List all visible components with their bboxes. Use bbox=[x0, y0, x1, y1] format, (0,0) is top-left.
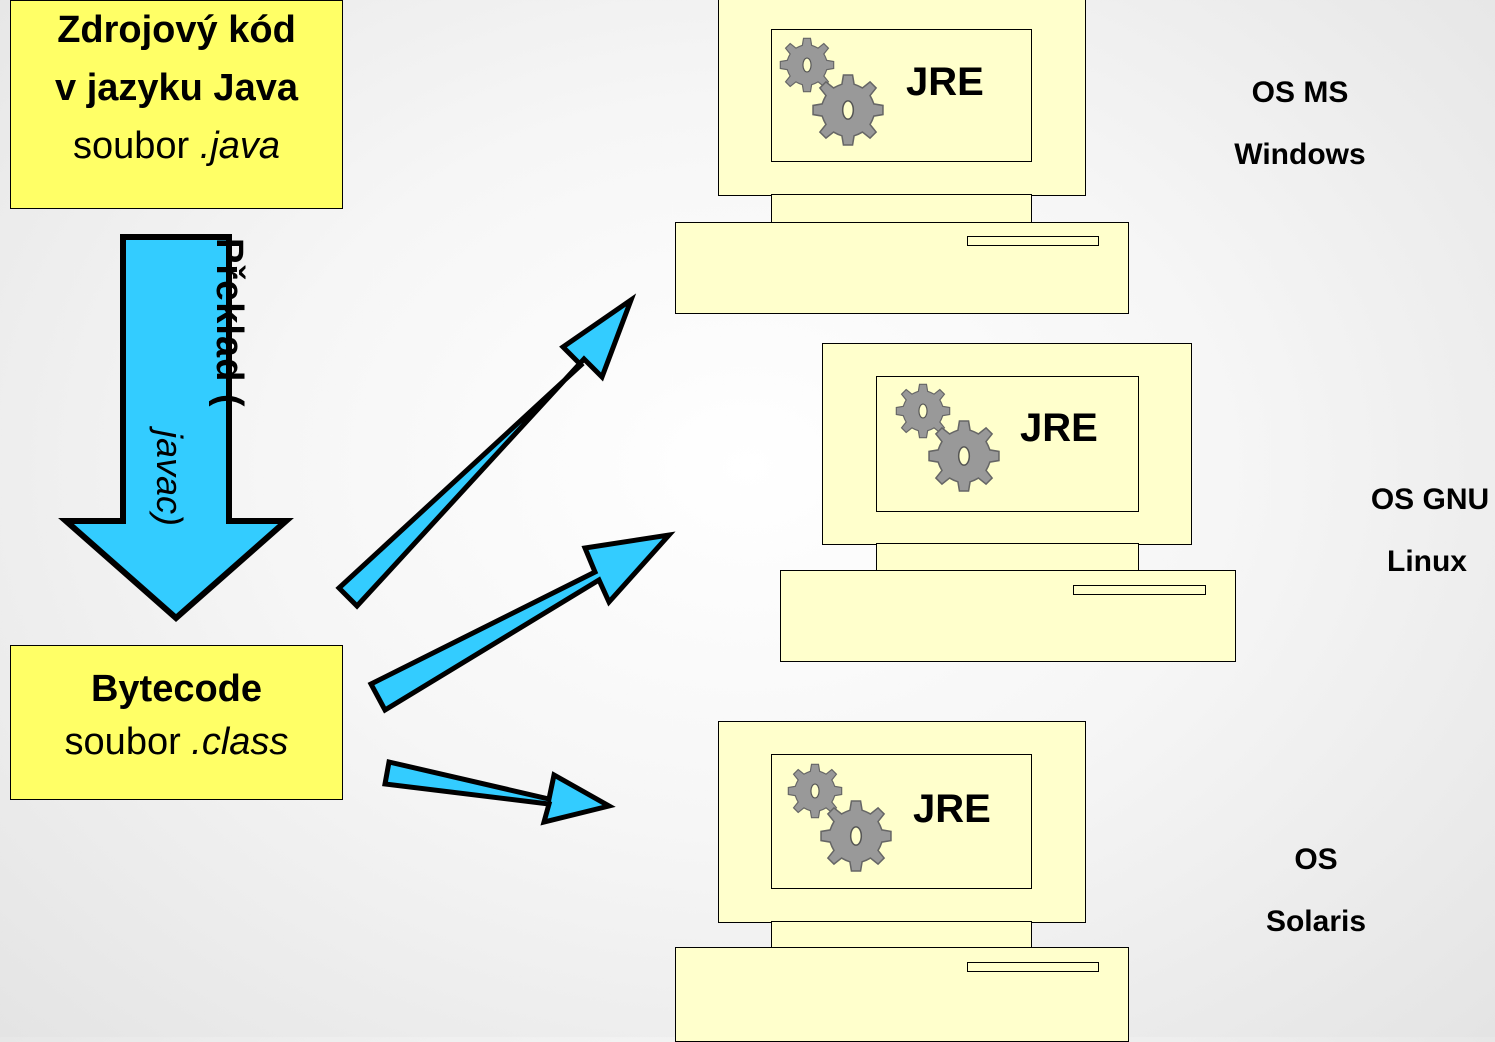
compile-tool-label: javac) bbox=[148, 430, 190, 526]
source-code-box: Zdrojový kód v jazyku Java soubor .java bbox=[10, 0, 343, 209]
arrow-to-solaris bbox=[382, 758, 616, 826]
source-title-line1: Zdrojový kód bbox=[57, 9, 296, 51]
os-label: OS MS Windows bbox=[1200, 62, 1400, 186]
bytecode-box: Bytecode soubor .class bbox=[10, 645, 343, 800]
source-file-ext: .java bbox=[199, 125, 281, 167]
arrow-to-windows bbox=[335, 293, 637, 610]
os-label: OS Solaris bbox=[1216, 829, 1416, 953]
gears-icon bbox=[787, 763, 892, 872]
screen bbox=[771, 754, 1032, 889]
jre-label: JRE bbox=[906, 60, 984, 104]
compile-arrow bbox=[58, 234, 294, 622]
bytecode-file-prefix: soubor bbox=[64, 721, 192, 763]
bytecode-file-ext: .class bbox=[191, 721, 289, 763]
monitor-stand bbox=[771, 194, 1032, 224]
monitor-stand bbox=[876, 543, 1139, 572]
drive-slot bbox=[967, 962, 1099, 972]
os-name-line2: Solaris bbox=[1265, 905, 1367, 938]
os-name-line2: Linux bbox=[1387, 545, 1467, 578]
compile-tool: javac) bbox=[149, 430, 190, 527]
gears-icon bbox=[779, 37, 884, 146]
compile-verb: Překlad ( bbox=[208, 238, 250, 408]
jre-label: JRE bbox=[1020, 406, 1098, 450]
compile-label: Překlad ( bbox=[207, 238, 250, 408]
jre-label: JRE bbox=[913, 787, 991, 831]
arrow-to-linux bbox=[367, 531, 676, 714]
bytecode-title: Bytecode bbox=[90, 668, 263, 710]
os-name-line2: Windows bbox=[1234, 138, 1366, 171]
drive-slot bbox=[1073, 585, 1206, 595]
base-unit bbox=[675, 222, 1129, 314]
bytecode-file-label: soubor .class bbox=[11, 712, 342, 772]
drive-slot bbox=[967, 236, 1099, 246]
base-unit bbox=[780, 570, 1236, 662]
os-name-line1: OS GNU bbox=[1370, 483, 1490, 516]
source-file-prefix: soubor bbox=[72, 125, 200, 167]
monitor-stand bbox=[771, 921, 1032, 949]
source-title-line2: v jazyku Java bbox=[55, 67, 298, 109]
os-name-line1: OS bbox=[1294, 843, 1338, 876]
gears-icon bbox=[895, 383, 1000, 492]
source-file-label: soubor .java bbox=[11, 117, 342, 175]
os-name-line1: OS MS bbox=[1251, 76, 1349, 109]
os-label: OS GNU Linux bbox=[1330, 469, 1495, 593]
